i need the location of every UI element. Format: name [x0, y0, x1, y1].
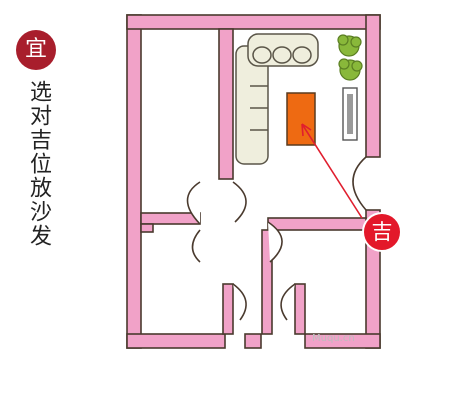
- arrow: [301, 123, 363, 219]
- plant-icon: [337, 34, 363, 81]
- tv-cabinet-icon: [342, 87, 358, 141]
- badge-yi: 宜: [16, 30, 56, 70]
- marker-ji-label: 吉: [371, 220, 393, 244]
- page-title: 选对吉位放沙发: [26, 80, 51, 248]
- inner-walls: [140, 28, 367, 335]
- badge-yi-char: 宜: [24, 37, 47, 62]
- watermark: Muqu.cn: [312, 333, 355, 344]
- marker-ji: [362, 212, 402, 252]
- door-icon: [186, 156, 367, 321]
- sofa-icon: [235, 33, 319, 165]
